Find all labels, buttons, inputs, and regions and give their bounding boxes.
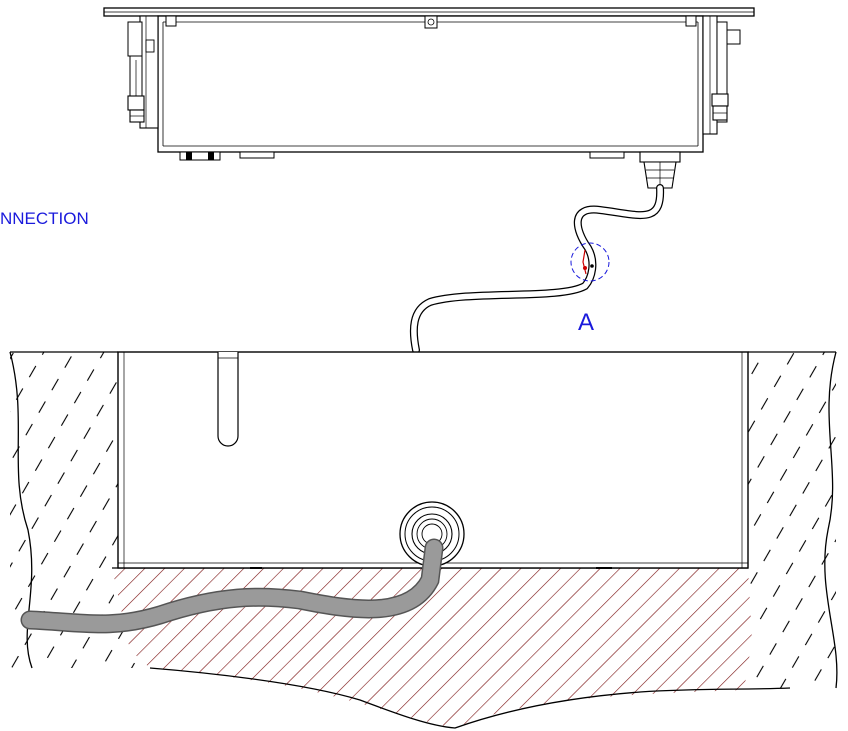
connection-label: NNECTION	[0, 209, 89, 228]
supply-cable	[20, 538, 444, 634]
floor-section	[112, 568, 752, 728]
mounting-box	[117, 351, 749, 569]
detail-a-label: A	[578, 309, 594, 336]
power-cable-upper	[409, 184, 665, 354]
wall-left	[10, 352, 150, 668]
wall-right	[744, 352, 836, 688]
detail-a-marker	[570, 242, 610, 282]
appliance-unit	[103, 7, 755, 189]
